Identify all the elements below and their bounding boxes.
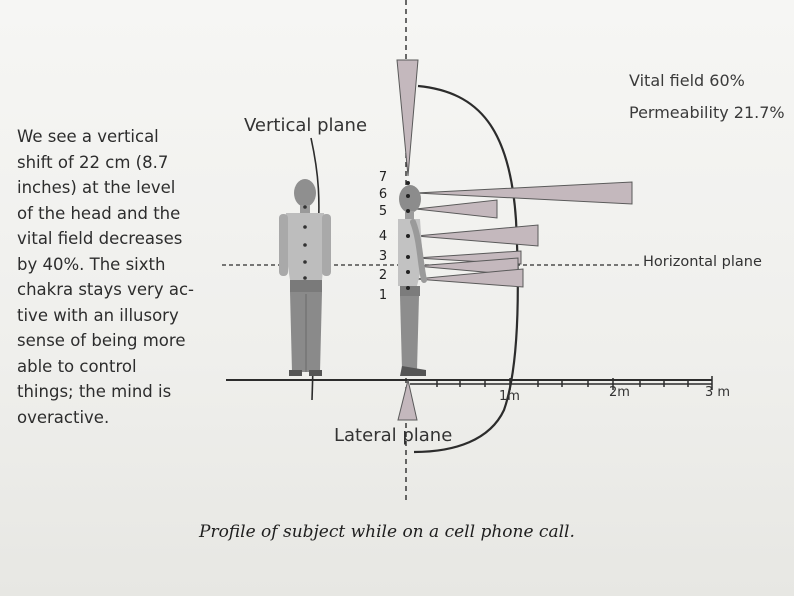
chakra-number-5: 5 (378, 204, 388, 219)
description-line: by 40%. The sixth (17, 254, 166, 274)
vertical-plane-label: Vertical plane (244, 115, 368, 136)
description-line: things; the mind is (17, 382, 172, 401)
front-figure (279, 179, 331, 376)
vital-field-label: Vital field 60% (629, 71, 745, 90)
vital-field-outline (413, 84, 519, 454)
figure-caption: Profile of subject while on a cell phone… (199, 522, 575, 542)
horizontal-plane-label: Horizontal plane (643, 254, 762, 270)
side-figure (398, 181, 427, 376)
lateral-plane-label: Lateral plane (334, 425, 453, 446)
chakra-cone-6 (415, 181, 633, 205)
chakra-number-6: 6 (378, 187, 388, 202)
scale-label-3m: 3 m (705, 385, 731, 400)
description-text: We see a vertical shift of 22 cm (8.7 in… (17, 124, 217, 430)
description-line: sense of being more (17, 331, 186, 350)
description-line: vital field decreases (17, 229, 183, 248)
chakra-cones (415, 181, 633, 288)
chakra-number-7: 7 (378, 170, 388, 185)
description-line: able to control (17, 356, 137, 376)
scale-ticks (436, 376, 713, 390)
chakra-number-3: 3 (378, 249, 388, 264)
chakra-cone-2 (415, 257, 519, 276)
chakra-cone-1 (415, 268, 524, 288)
permeability-label: Permeability 21.7% (629, 103, 785, 122)
chakra-cone-5 (415, 199, 498, 219)
scale-label-2m: 2m (609, 385, 630, 400)
top-cone (396, 59, 419, 177)
scale-label-1m: 1m (499, 389, 520, 404)
chakra-cone-4 (415, 224, 539, 247)
chakra-number-2: 2 (378, 268, 388, 283)
description-line: of the head and the (17, 203, 181, 223)
description-line: chakra stays very ac- (17, 280, 194, 299)
description-line: We see a vertical (17, 127, 159, 146)
chakra-number-4: 4 (378, 229, 388, 244)
chakra-number-1: 1 (378, 288, 388, 303)
description-line: inches) at the level (17, 178, 176, 197)
description-line: shift of 22 cm (8.7 (17, 152, 169, 172)
description-line: tive with an illusory (17, 305, 179, 325)
description-line: overactive. (17, 407, 110, 427)
bottom-cone (397, 379, 418, 421)
